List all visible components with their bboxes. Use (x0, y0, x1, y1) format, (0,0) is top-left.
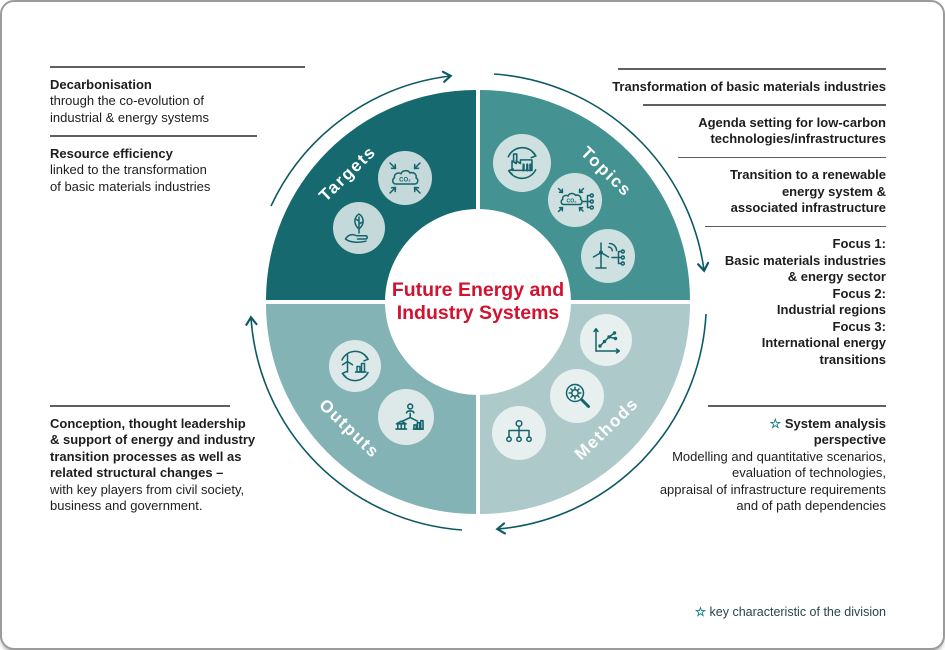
hierarchy-icon (492, 406, 546, 460)
figure-title-line2: Industry Systems (396, 302, 560, 324)
annotation-line: Transformation of basic materials indust… (612, 78, 886, 94)
annotation-line: transitions (819, 351, 886, 367)
factory-recycle-icon (493, 134, 551, 192)
leaf-in-hand-icon (333, 202, 385, 254)
annotation-heading-text: System analysis (784, 415, 886, 431)
annotation-line: Transition to a renewable (729, 167, 886, 182)
annotation-line: Conception, thought leadership (50, 415, 246, 431)
annotation-line: with key players from civil society, (50, 481, 245, 497)
separator-rule (618, 68, 886, 70)
renewables-chart-recycle-icon (329, 340, 381, 392)
annotation-resource-efficiency: Resource efficiency linked to the transf… (50, 146, 320, 196)
annotation-line: associated infrastructure (730, 200, 886, 215)
legend-footnote: ☆ key characteristic of the division (695, 604, 886, 619)
annotation-line: energy system & (781, 183, 886, 199)
separator-rule (708, 405, 886, 407)
annotation-line: Agenda setting for low-carbon (698, 114, 886, 130)
methods-annotations: ☆ System analysis perspective Modelling … (546, 405, 886, 524)
annotation-line: Basic materials industries (724, 252, 886, 268)
scatter-chart-icon (580, 314, 632, 366)
annotation-agenda-setting: Agenda setting for low-carbon technologi… (546, 115, 886, 148)
annotation-heading: Decarbonisation (50, 76, 152, 92)
annotation-heading-line: perspective (813, 432, 886, 447)
center-circle: Future Energy and Industry Systems (385, 209, 571, 395)
separator-rule (50, 135, 257, 137)
annotation-line: Focus 3: (832, 318, 886, 334)
outputs-annotations: Conception, thought leadership & support… (50, 405, 310, 524)
annotation-conception: Conception, thought leadership & support… (50, 416, 310, 515)
annotation-line: evaluation of technologies, (732, 465, 886, 480)
annotation-heading-line: ☆ System analysis (546, 416, 886, 433)
separator-rule (50, 405, 230, 407)
co2-reduction-icon: CO₂ (378, 151, 432, 205)
figure-title-line1: Future Energy and (391, 279, 565, 301)
annotation-line: of basic materials industries (50, 178, 211, 194)
annotation-line: transition processes as well as (50, 448, 242, 464)
annotation-line: technologies/infrastructures (710, 131, 886, 146)
annotation-line: industrial & energy systems (50, 109, 209, 125)
svg-text:CO₂: CO₂ (566, 198, 577, 204)
annotation-line: Focus 2: (832, 285, 886, 301)
annotation-line: business and government. (50, 498, 203, 513)
annotation-line: Industrial regions (776, 302, 886, 317)
annotation-line: Focus 1: (832, 236, 886, 251)
annotation-decarbonisation: Decarbonisation through the co-evolution… (50, 77, 320, 127)
gear-magnifier-icon (550, 369, 604, 423)
annotation-focus-areas: Focus 1: Basic materials industries & en… (546, 236, 886, 368)
separator-rule (643, 104, 886, 106)
separator-rule (678, 156, 886, 158)
separator-rule (50, 66, 305, 68)
annotation-line: through the co-evolution of (50, 93, 204, 108)
topics-annotations: Transformation of basic materials indust… (546, 68, 886, 377)
svg-text:CO₂: CO₂ (399, 178, 411, 184)
annotation-transformation: Transformation of basic materials indust… (546, 79, 886, 96)
annotation-transition: Transition to a renewable energy system … (546, 167, 886, 217)
stakeholder-network-icon (378, 389, 434, 445)
annotation-line: and of path dependencies (736, 498, 886, 513)
annotation-line: linked to the transformation (50, 162, 207, 177)
star-icon: ☆ (694, 605, 707, 619)
annotation-line: & energy sector (787, 269, 886, 284)
legend-footnote-text: key characteristic of the division (709, 605, 886, 619)
star-icon: ☆ (769, 415, 782, 431)
figure-title: Future Energy and Industry Systems (392, 279, 564, 325)
wind-turbine-network-icon (581, 229, 635, 283)
annotation-system-analysis: ☆ System analysis perspective Modelling … (546, 416, 886, 515)
separator-rule (705, 225, 886, 227)
annotation-line: appraisal of infrastructure requirements (659, 481, 886, 497)
co2-network-icon: CO₂ (548, 173, 602, 227)
annotation-line: related structural changes – (50, 465, 224, 480)
annotation-line: & support of energy and industry (50, 432, 256, 447)
annotation-line: Modelling and quantitative scenarios, (672, 448, 886, 464)
targets-annotations: Decarbonisation through the co-evolution… (50, 66, 320, 204)
annotation-line: International energy (761, 335, 886, 350)
annotation-heading: Resource efficiency (50, 145, 173, 161)
